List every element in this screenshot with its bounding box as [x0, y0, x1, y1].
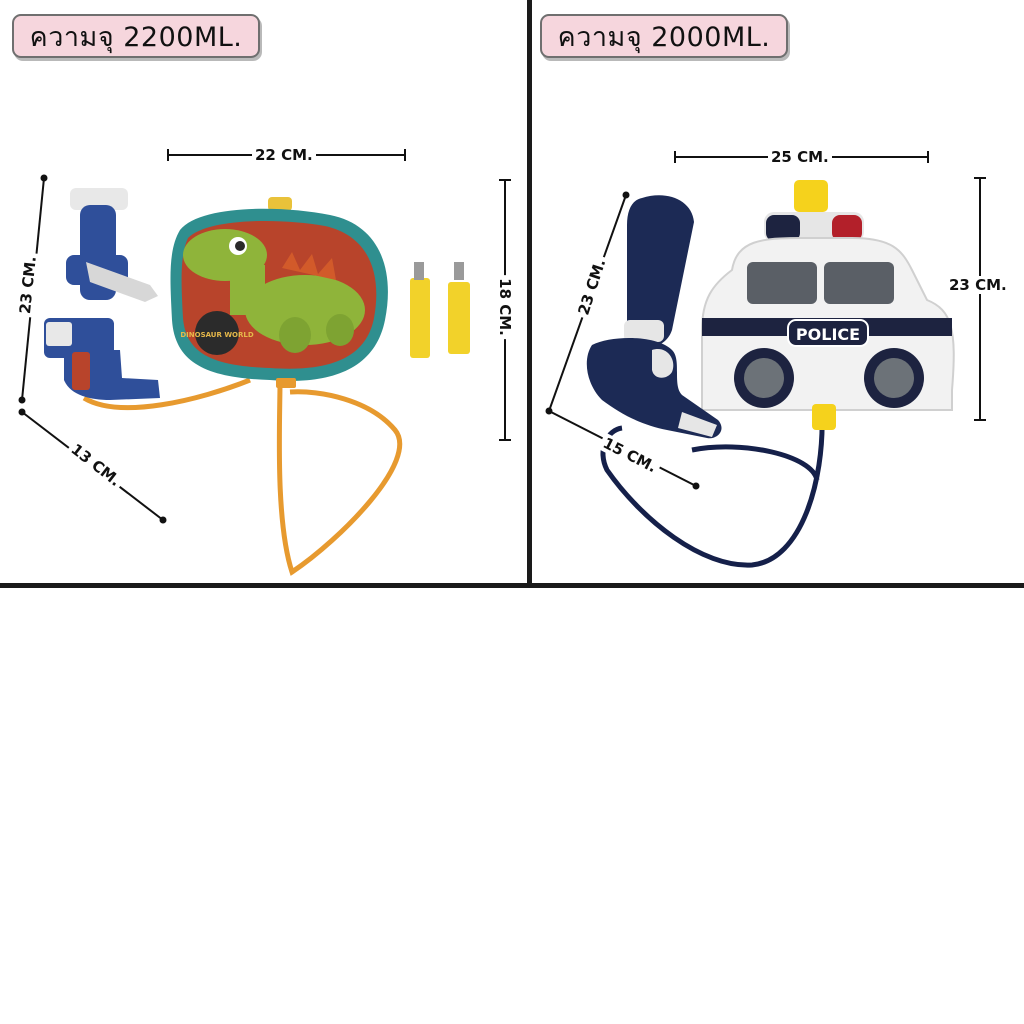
height-dimension-line — [974, 177, 986, 421]
product-panel-police: ความจุ 2000ML. — [532, 0, 1024, 586]
police-water-gun — [586, 195, 722, 439]
hose — [82, 377, 403, 576]
vertical-divider — [527, 0, 532, 586]
capacity-badge: ความจุ 2000ML. — [540, 14, 788, 58]
dinosaur-tank: DINOSAUR WORLD — [170, 197, 388, 388]
width-label: 25 CM. — [768, 148, 832, 166]
tank-brand-text: DINOSAUR WORLD — [180, 331, 254, 339]
height-label: 18 CM. — [495, 275, 514, 339]
police-plate-text: POLICE — [796, 325, 860, 344]
product-panel-dinosaur: ความจุ 2200ML. — [0, 0, 527, 586]
capacity-text: ความจุ 2000ML. — [557, 21, 771, 53]
horizontal-divider — [0, 583, 1024, 588]
police-water-gun-illustration: POLICE — [545, 151, 986, 568]
shoulder-straps — [410, 262, 470, 358]
dinosaur-water-gun — [44, 188, 160, 400]
hose — [600, 414, 825, 568]
capacity-text: ความจุ 2200ML. — [29, 21, 243, 53]
dinosaur-water-gun-illustration: DINOSAUR WORLD — [18, 149, 511, 576]
police-car-tank: POLICE — [701, 180, 955, 430]
height-label: 23 CM. — [946, 276, 1010, 294]
width-label: 22 CM. — [252, 146, 316, 164]
capacity-badge: ความจุ 2200ML. — [12, 14, 260, 58]
